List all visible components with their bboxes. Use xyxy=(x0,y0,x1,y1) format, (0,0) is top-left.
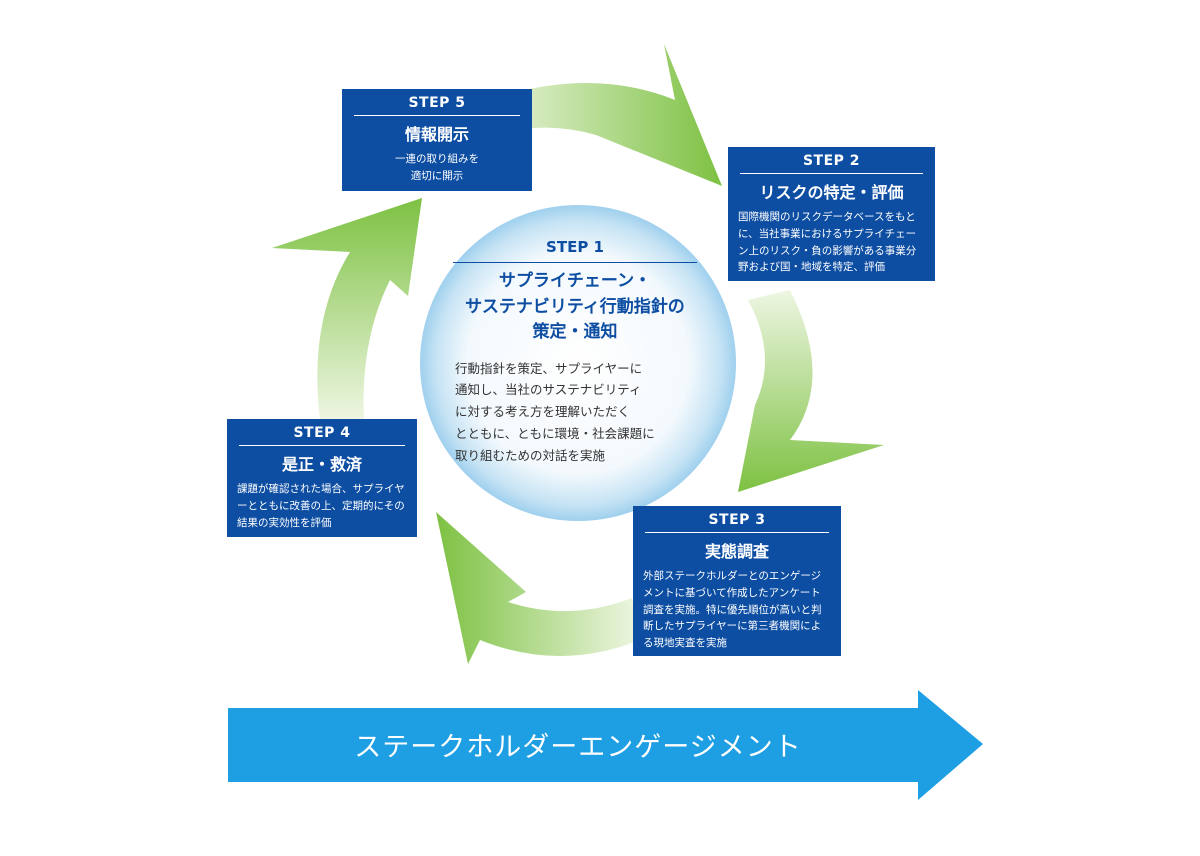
step-4-box: STEP 4 是正・救済 課題が確認された場合、サプライヤーとともに改善の上、定… xyxy=(227,419,417,537)
step-1-description: 行動指針を策定、サプライヤーに 通知し、当社のサステナビリティ に対する考え方を… xyxy=(455,360,655,464)
center-circle xyxy=(420,205,736,521)
cycle-arrow-right xyxy=(738,290,884,492)
step-5-description: 一連の取り組みを 適切に開示 xyxy=(395,153,479,182)
banner-arrow xyxy=(228,690,983,800)
step-3-label: STEP 3 xyxy=(645,512,829,533)
step-3-box: STEP 3 実態調査 外部ステークホルダーとのエンゲージメントに基づいて作成し… xyxy=(633,506,841,656)
step-3-title: 実態調査 xyxy=(704,542,769,561)
step-2-box: STEP 2 リスクの特定・評価 国際機関のリスクデータベースをもとに、当社事業… xyxy=(728,147,935,281)
step-2-title: リスクの特定・評価 xyxy=(759,183,904,202)
step-4-title: 是正・救済 xyxy=(281,455,362,474)
step-2-description: 国際機関のリスクデータベースをもとに、当社事業におけるサプライチェーン上のリスク… xyxy=(738,211,917,274)
step-1-title: サプライチェーン・ サステナビリティ行動指針の 策定・通知 xyxy=(465,271,685,342)
step-2-label: STEP 2 xyxy=(740,153,923,174)
step-1-label: STEP 1 xyxy=(453,238,697,263)
step-3-description: 外部ステークホルダーとのエンゲージメントに基づいて作成したアンケート調査を実施。… xyxy=(643,570,822,650)
step-1: STEP 1 サプライチェーン・ サステナビリティ行動指針の 策定・通知 行動指… xyxy=(435,238,715,467)
step-4-description: 課題が確認された場合、サプライヤーとともに改善の上、定期的にその結果の実効性を評… xyxy=(237,483,405,529)
step-4-label: STEP 4 xyxy=(239,425,405,446)
cycle-arrow-bottom xyxy=(436,512,640,664)
cycle-arrow-top xyxy=(478,44,722,186)
step-5-box: STEP 5 情報開示 一連の取り組みを 適切に開示 xyxy=(342,89,532,191)
banner-label: ステークホルダーエンゲージメント xyxy=(354,731,802,763)
step-5-title: 情報開示 xyxy=(404,125,469,144)
cycle-arrow-left xyxy=(272,198,422,420)
step-5-label: STEP 5 xyxy=(354,95,520,116)
